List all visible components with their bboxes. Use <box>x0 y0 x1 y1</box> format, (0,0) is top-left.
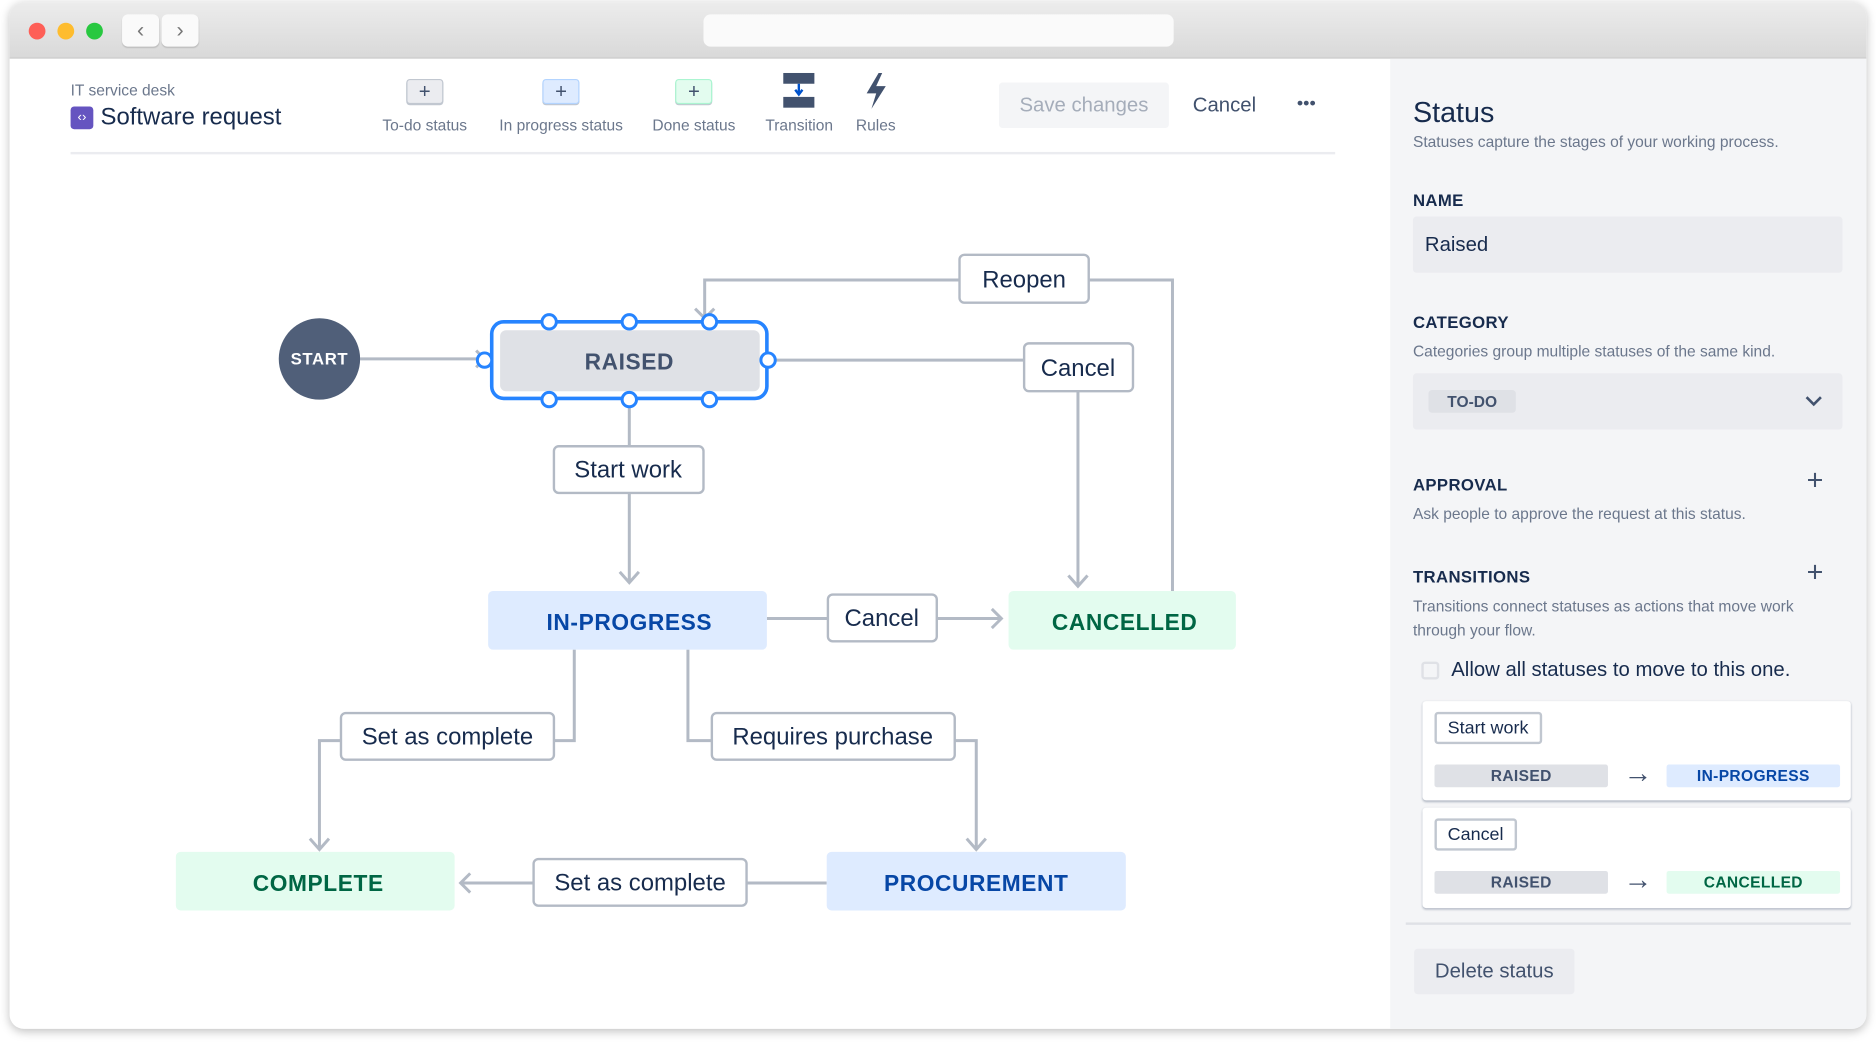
transition-cancel-raised[interactable]: Cancel <box>1022 342 1135 393</box>
connection-handle[interactable] <box>700 390 719 409</box>
transition-card[interactable]: Cancel RAISED → CANCELLED <box>1422 807 1851 909</box>
connection-handle[interactable] <box>700 313 719 331</box>
panel-divider <box>1405 922 1851 925</box>
transition-start-work[interactable]: Start work <box>552 445 705 495</box>
forward-button[interactable]: › <box>161 14 199 47</box>
connection-handle[interactable] <box>475 351 494 369</box>
from-status: RAISED <box>1434 870 1608 894</box>
start-node[interactable]: START <box>278 318 361 400</box>
tool-label: In progress status <box>499 116 623 134</box>
more-options-button[interactable]: ••• <box>1296 93 1316 114</box>
allow-all-label[interactable]: Allow all statuses to move to this one. <box>1451 658 1791 681</box>
start-label: START <box>291 349 349 368</box>
cancel-button[interactable]: Cancel <box>1192 93 1257 117</box>
chevron-left-icon: ‹ <box>136 17 145 42</box>
lightning-icon <box>866 72 886 109</box>
code-icon: ‹› <box>70 106 94 130</box>
tool-label: Rules <box>855 116 896 134</box>
plus-icon: + <box>542 78 580 105</box>
transition-label: Set as complete <box>362 723 533 750</box>
tool-label: Transition <box>765 116 834 134</box>
status-complete[interactable]: COMPLETE <box>175 851 455 911</box>
chevron-down-icon <box>1805 396 1822 407</box>
transition-reopen[interactable]: Reopen <box>958 253 1090 304</box>
from-status: RAISED <box>1434 764 1608 788</box>
tool-label: Done status <box>652 116 736 134</box>
add-todo-status-button[interactable]: + To-do status <box>382 72 467 134</box>
transition-set-complete[interactable]: Set as complete <box>339 711 556 761</box>
connection-handle[interactable] <box>620 390 638 409</box>
transition-card[interactable]: Start work RAISED → IN-PROGRESS <box>1422 701 1851 801</box>
transition-label: Requires purchase <box>732 723 933 750</box>
back-button[interactable]: ‹ <box>122 14 160 47</box>
title-bar: ‹ › <box>9 2 1867 59</box>
transition-cancel-progress[interactable]: Cancel <box>826 593 938 643</box>
add-done-status-button[interactable]: + Done status <box>652 72 735 134</box>
transition-icon <box>783 72 815 108</box>
name-label: NAME <box>1412 190 1464 210</box>
status-label: RAISED <box>585 348 674 374</box>
page-title[interactable]: Software request <box>100 104 282 131</box>
approval-label: APPROVAL <box>1412 474 1508 495</box>
status-label: CANCELLED <box>1052 609 1197 635</box>
status-cancelled[interactable]: CANCELLED <box>1008 591 1236 650</box>
status-label: IN-PROGRESS <box>546 609 712 635</box>
address-bar[interactable] <box>703 14 1174 47</box>
arrow-right-icon: → <box>1623 863 1653 897</box>
status-in-progress[interactable]: IN-PROGRESS <box>488 591 767 650</box>
delete-status-button[interactable]: Delete status <box>1414 948 1575 995</box>
plus-icon: + <box>406 78 444 105</box>
header-divider <box>70 151 1336 155</box>
status-label: COMPLETE <box>253 870 384 896</box>
category-tag: TO-DO <box>1428 390 1516 413</box>
chevron-right-icon: › <box>176 17 184 42</box>
app-window: ‹ › IT service desk ‹› Software request … <box>9 2 1867 1029</box>
name-input[interactable]: Raised <box>1412 216 1843 273</box>
status-label: PROCUREMENT <box>884 870 1069 896</box>
status-raised[interactable]: RAISED <box>475 313 777 409</box>
transition-label: Cancel <box>845 605 919 632</box>
category-label: CATEGORY <box>1412 312 1509 332</box>
status-details-panel: Status Statuses capture the stages of yo… <box>1390 58 1867 1029</box>
plus-icon: + <box>675 78 713 105</box>
workflow-diagram[interactable]: START RAISED IN-PROGRESS CANCELLED COMPL… <box>10 2 1388 1029</box>
category-description: Categories group multiple statuses of th… <box>1412 342 1776 361</box>
maximize-window-button[interactable] <box>86 22 103 40</box>
connection-handle[interactable] <box>620 313 638 331</box>
save-changes-button[interactable]: Save changes <box>998 82 1169 129</box>
transitions-description-2: through your flow. <box>1412 620 1536 639</box>
transition-label: Reopen <box>982 266 1066 293</box>
minimize-window-button[interactable] <box>57 22 75 40</box>
project-name: IT service desk <box>70 81 175 100</box>
to-status: CANCELLED <box>1666 870 1841 894</box>
transitions-description: Transitions connect statuses as actions … <box>1412 597 1794 615</box>
arrow-right-icon: → <box>1623 757 1653 790</box>
approval-description: Ask people to approve the request at thi… <box>1412 504 1746 523</box>
transition-name[interactable]: Start work <box>1434 711 1542 745</box>
add-approval-button[interactable]: + <box>1806 464 1824 497</box>
add-transition-button[interactable]: Transition <box>765 72 833 134</box>
panel-title: Status <box>1412 96 1495 130</box>
transition-set-complete-procurement[interactable]: Set as complete <box>532 857 748 907</box>
connection-handle[interactable] <box>759 351 777 369</box>
transition-label: Start work <box>574 457 682 484</box>
close-window-button[interactable] <box>28 22 46 40</box>
transition-requires-purchase[interactable]: Requires purchase <box>710 711 956 761</box>
tool-label: To-do status <box>382 116 468 134</box>
category-select[interactable]: TO-DO <box>1412 373 1843 430</box>
panel-subtitle: Statuses capture the stages of your work… <box>1412 132 1779 151</box>
rules-button[interactable]: Rules <box>856 72 896 134</box>
transitions-label: TRANSITIONS <box>1412 567 1531 587</box>
transition-label: Set as complete <box>554 869 725 896</box>
connection-handle[interactable] <box>540 390 558 409</box>
transition-label: Cancel <box>1041 355 1115 382</box>
add-transition-panel-button[interactable]: + <box>1806 556 1824 589</box>
status-procurement[interactable]: PROCUREMENT <box>826 851 1126 911</box>
allow-all-checkbox[interactable] <box>1421 661 1440 680</box>
add-in-progress-status-button[interactable]: + In progress status <box>499 72 623 134</box>
to-status: IN-PROGRESS <box>1666 764 1841 788</box>
connection-handle[interactable] <box>540 313 558 331</box>
transition-name[interactable]: Cancel <box>1434 818 1517 851</box>
